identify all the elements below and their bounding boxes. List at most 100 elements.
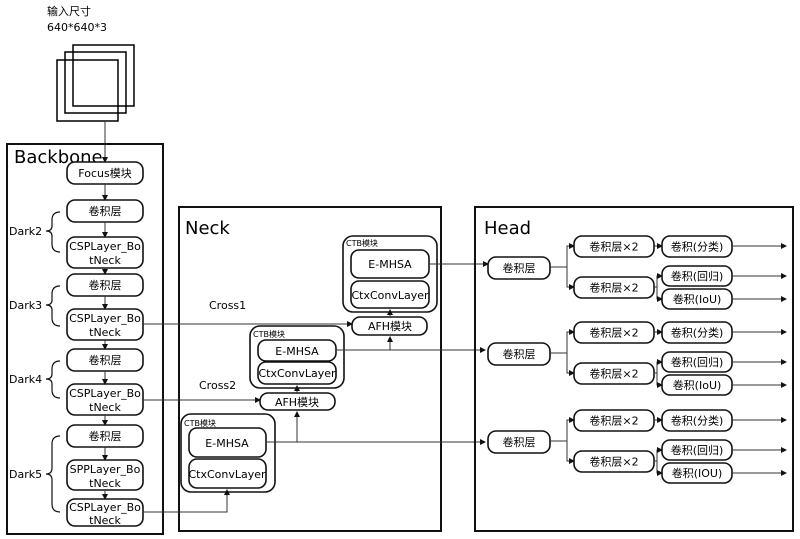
split-arrow <box>566 267 575 290</box>
head-conv2-reg-node-3[interactable]: 卷积层×2 <box>573 450 655 473</box>
arrow <box>656 461 663 476</box>
svg-text:CtxConvLayer: CtxConvLayer <box>188 468 266 481</box>
head-conv-node-3[interactable]: 卷积层 <box>487 430 551 454</box>
svg-text:卷积层×2: 卷积层×2 <box>589 367 638 381</box>
split-arrow <box>566 441 575 464</box>
head-conv2-cls-node-3[interactable]: 卷积层×2 <box>573 409 655 432</box>
split-arrow <box>550 417 575 442</box>
svg-text:E-MHSA: E-MHSA <box>368 258 412 271</box>
svg-text:CSPLayer_Bo: CSPLayer_Bo <box>69 387 141 400</box>
head-frame <box>474 206 794 532</box>
svg-text:CSPLayer_Bo: CSPLayer_Bo <box>69 501 141 514</box>
svg-text:tNeck: tNeck <box>89 401 121 414</box>
split-arrow <box>550 329 575 354</box>
afh-node-mid[interactable]: AFH模块 <box>259 392 336 411</box>
focus-node[interactable]: Focus模块 <box>66 161 144 185</box>
cross1-label: Cross1 <box>209 299 246 312</box>
dark2-brace: Dark2 <box>9 211 61 253</box>
head-conv-node-2[interactable]: 卷积层 <box>487 342 551 366</box>
svg-text:卷积层×2: 卷积层×2 <box>589 240 638 254</box>
head-reg-node-2[interactable]: 卷积(回归) <box>661 351 733 373</box>
svg-text:卷积(分类): 卷积(分类) <box>671 326 724 340</box>
svg-text:tNeck: tNeck <box>89 326 121 339</box>
dark5-conv-node[interactable]: 卷积层 <box>66 424 144 448</box>
svg-text:卷积层: 卷积层 <box>503 435 536 449</box>
head-conv2-cls-node-2[interactable]: 卷积层×2 <box>573 321 655 344</box>
dark4-csp-node[interactable]: CSPLayer_Bo tNeck <box>66 383 144 416</box>
arrow <box>654 273 663 288</box>
head-conv-node-1[interactable]: 卷积层 <box>487 256 551 280</box>
input-title: 输入尺寸 <box>47 4 91 18</box>
head-conv2-cls-node-1[interactable]: 卷积层×2 <box>573 235 655 258</box>
head-cls-node-3[interactable]: 卷积(分类) <box>661 409 733 432</box>
svg-text:CSPLayer_Bo: CSPLayer_Bo <box>69 240 141 253</box>
dark3-conv-node[interactable]: 卷积层 <box>66 273 144 297</box>
svg-text:CtxConvLayer: CtxConvLayer <box>351 289 429 302</box>
dark4-brace: Dark4 <box>9 360 61 399</box>
svg-text:卷积层: 卷积层 <box>89 204 122 218</box>
svg-text:卷积层: 卷积层 <box>89 429 122 443</box>
emhsa-node-bottom[interactable]: E-MHSA <box>188 427 267 458</box>
svg-text:tNeck: tNeck <box>89 254 121 267</box>
svg-text:tNeck: tNeck <box>89 514 121 527</box>
head-conv2-reg-node-1[interactable]: 卷积层×2 <box>573 276 655 299</box>
ctx-node-mid[interactable]: CtxConvLayer <box>257 361 337 385</box>
ctx-node-top[interactable]: CtxConvLayer <box>350 280 430 309</box>
svg-text:AFH模块: AFH模块 <box>275 396 319 409</box>
dark5-connector <box>143 489 230 513</box>
ctx-node-bottom[interactable]: CtxConvLayer <box>188 458 267 489</box>
head-reg-node-3[interactable]: 卷积(回归) <box>661 439 733 461</box>
svg-text:CTB模块: CTB模块 <box>184 418 216 428</box>
afh-node-top[interactable]: AFH模块 <box>351 316 428 336</box>
svg-text:卷积(分类): 卷积(分类) <box>671 240 724 254</box>
svg-text:Focus模块: Focus模块 <box>78 167 131 180</box>
dark5-brace: Dark5 <box>9 435 61 513</box>
head-cls-node-1[interactable]: 卷积(分类) <box>661 235 733 258</box>
dark2-conv-node[interactable]: 卷积层 <box>66 199 144 223</box>
dark4-conv-node[interactable]: 卷积层 <box>66 348 144 372</box>
split-arrow <box>566 353 575 376</box>
dark3-csp-node[interactable]: CSPLayer_Bo tNeck <box>66 308 144 341</box>
emhsa-node-mid[interactable]: E-MHSA <box>257 339 337 362</box>
svg-text:Dark3: Dark3 <box>9 299 42 312</box>
split-arrow <box>550 243 575 268</box>
svg-text:Dark5: Dark5 <box>9 468 42 481</box>
svg-text:卷积(回归): 卷积(回归) <box>671 443 724 457</box>
svg-text:卷积(IOU): 卷积(IOU) <box>672 466 723 480</box>
dark2-csp-node[interactable]: CSPLayer_Bo tNeck <box>66 236 144 269</box>
svg-text:卷积层: 卷积层 <box>503 347 536 361</box>
head-reg-node-1[interactable]: 卷积(回归) <box>661 265 733 287</box>
dark5-spp-node[interactable]: SPPLayer_Bo tNeck <box>66 459 144 491</box>
svg-text:CtxConvLayer: CtxConvLayer <box>258 367 336 380</box>
svg-text:卷积(分类): 卷积(分类) <box>671 414 724 428</box>
arrow <box>654 447 663 462</box>
svg-text:CSPLayer_Bo: CSPLayer_Bo <box>69 312 141 325</box>
svg-text:卷积层: 卷积层 <box>503 261 536 275</box>
head-conv2-reg-node-2[interactable]: 卷积层×2 <box>573 362 655 385</box>
emhsa-node-top[interactable]: E-MHSA <box>350 249 430 279</box>
svg-text:CTB模块: CTB模块 <box>346 238 378 248</box>
head-iou-node-1[interactable]: 卷积(IoU) <box>661 288 733 310</box>
svg-text:卷积层×2: 卷积层×2 <box>589 281 638 295</box>
svg-text:卷积(IoU): 卷积(IoU) <box>673 378 722 392</box>
svg-text:CTB模块: CTB模块 <box>253 329 285 339</box>
head-cls-node-2[interactable]: 卷积(分类) <box>661 321 733 344</box>
svg-text:tNeck: tNeck <box>89 477 121 490</box>
neck-frame <box>178 206 442 532</box>
dark3-brace: Dark3 <box>9 285 61 327</box>
svg-text:卷积(回归): 卷积(回归) <box>671 355 724 369</box>
arrow <box>656 287 663 302</box>
head-iou-node-2[interactable]: 卷积(IoU) <box>661 374 733 396</box>
svg-text:Dark2: Dark2 <box>9 225 42 238</box>
svg-text:E-MHSA: E-MHSA <box>205 437 249 450</box>
svg-text:卷积层: 卷积层 <box>89 278 122 292</box>
dark5-csp-node[interactable]: CSPLayer_Bo tNeck <box>66 498 144 527</box>
svg-text:卷积(IoU): 卷积(IoU) <box>673 292 722 306</box>
svg-text:卷积(回归): 卷积(回归) <box>671 269 724 283</box>
arrow <box>656 373 663 388</box>
head-iou-node-3[interactable]: 卷积(IOU) <box>661 462 733 484</box>
cross2-label: Cross2 <box>199 379 236 392</box>
svg-text:E-MHSA: E-MHSA <box>275 345 319 358</box>
input-size: 640*640*3 <box>47 21 107 34</box>
